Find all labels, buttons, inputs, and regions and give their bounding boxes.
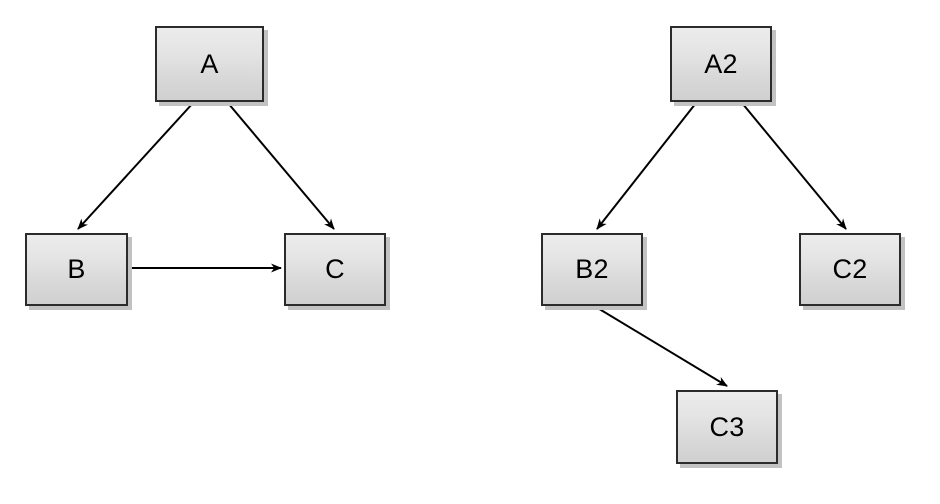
node-a2[interactable]: A2 <box>670 26 772 102</box>
node-label-b2: B2 <box>575 254 609 284</box>
node-label-c: C <box>325 254 345 284</box>
node-label-b: B <box>67 254 86 284</box>
node-label-a: A <box>200 48 219 79</box>
node-b2[interactable]: B2 <box>541 233 643 306</box>
edge-b2-to-c3[interactable] <box>595 306 728 387</box>
node-c3[interactable]: C3 <box>676 390 778 464</box>
edge-a-to-b[interactable] <box>77 102 194 230</box>
edge-a2-to-b2[interactable] <box>596 102 697 230</box>
edge-a-to-c[interactable] <box>227 102 335 230</box>
node-label-c3: C3 <box>709 411 745 442</box>
node-c[interactable]: C <box>284 233 386 306</box>
node-label-c2: C2 <box>832 254 868 284</box>
node-a[interactable]: A <box>155 26 264 102</box>
edge-a2-to-c2[interactable] <box>741 102 847 230</box>
node-label-a2: A2 <box>704 48 738 79</box>
node-c2[interactable]: C2 <box>799 233 901 306</box>
node-b[interactable]: B <box>25 233 128 306</box>
